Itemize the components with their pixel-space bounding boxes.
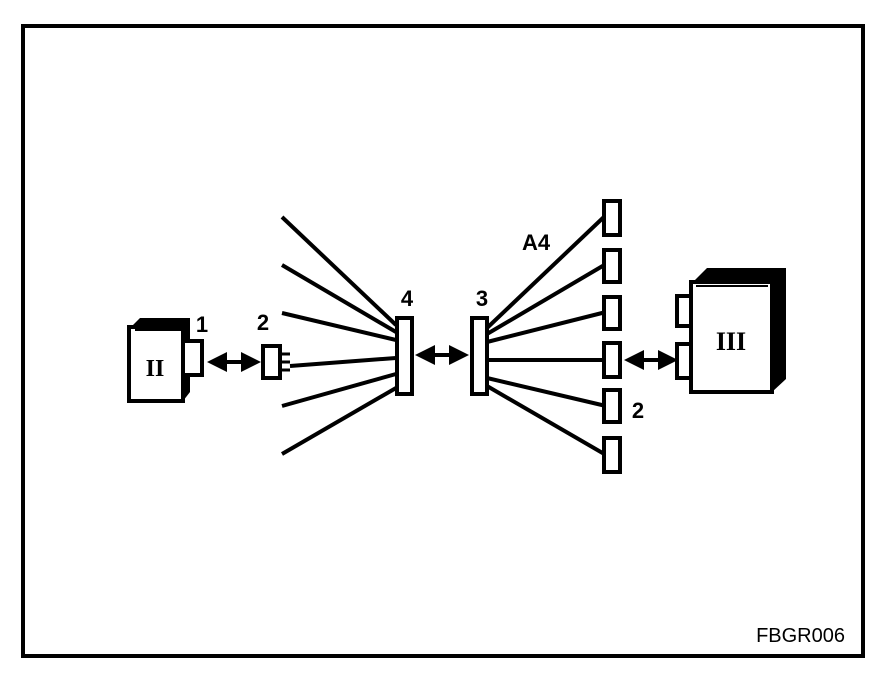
wires-from-block-3	[485, 213, 608, 457]
plug-right-5	[602, 388, 622, 424]
figure-code: FBGR006	[756, 625, 845, 647]
plug-right-6	[602, 436, 622, 474]
plug-right-4	[602, 341, 622, 379]
plug-2-left	[261, 344, 290, 380]
unit-left: II	[127, 318, 204, 403]
block-3-label: 3	[476, 286, 488, 311]
plug-2-right-label: 2	[632, 398, 644, 423]
block-4-label: 4	[401, 286, 414, 311]
wires-to-block-4	[280, 215, 398, 456]
unit-left-roman-label: II	[146, 356, 165, 382]
right-plugs	[602, 199, 622, 474]
plug-2-left-label: 2	[257, 310, 269, 335]
connector-block-4	[395, 316, 414, 396]
wire-a4-label: A4	[522, 230, 551, 255]
connector-1-label: 1	[196, 312, 208, 337]
unit-right-roman-label: III	[716, 327, 746, 356]
unit-right: III	[675, 268, 786, 394]
plug-right-2	[602, 248, 622, 284]
connector-block-3	[470, 316, 489, 396]
plug-right-3	[602, 295, 622, 331]
diagram-frame	[21, 24, 865, 658]
plug-right-1	[602, 199, 622, 237]
